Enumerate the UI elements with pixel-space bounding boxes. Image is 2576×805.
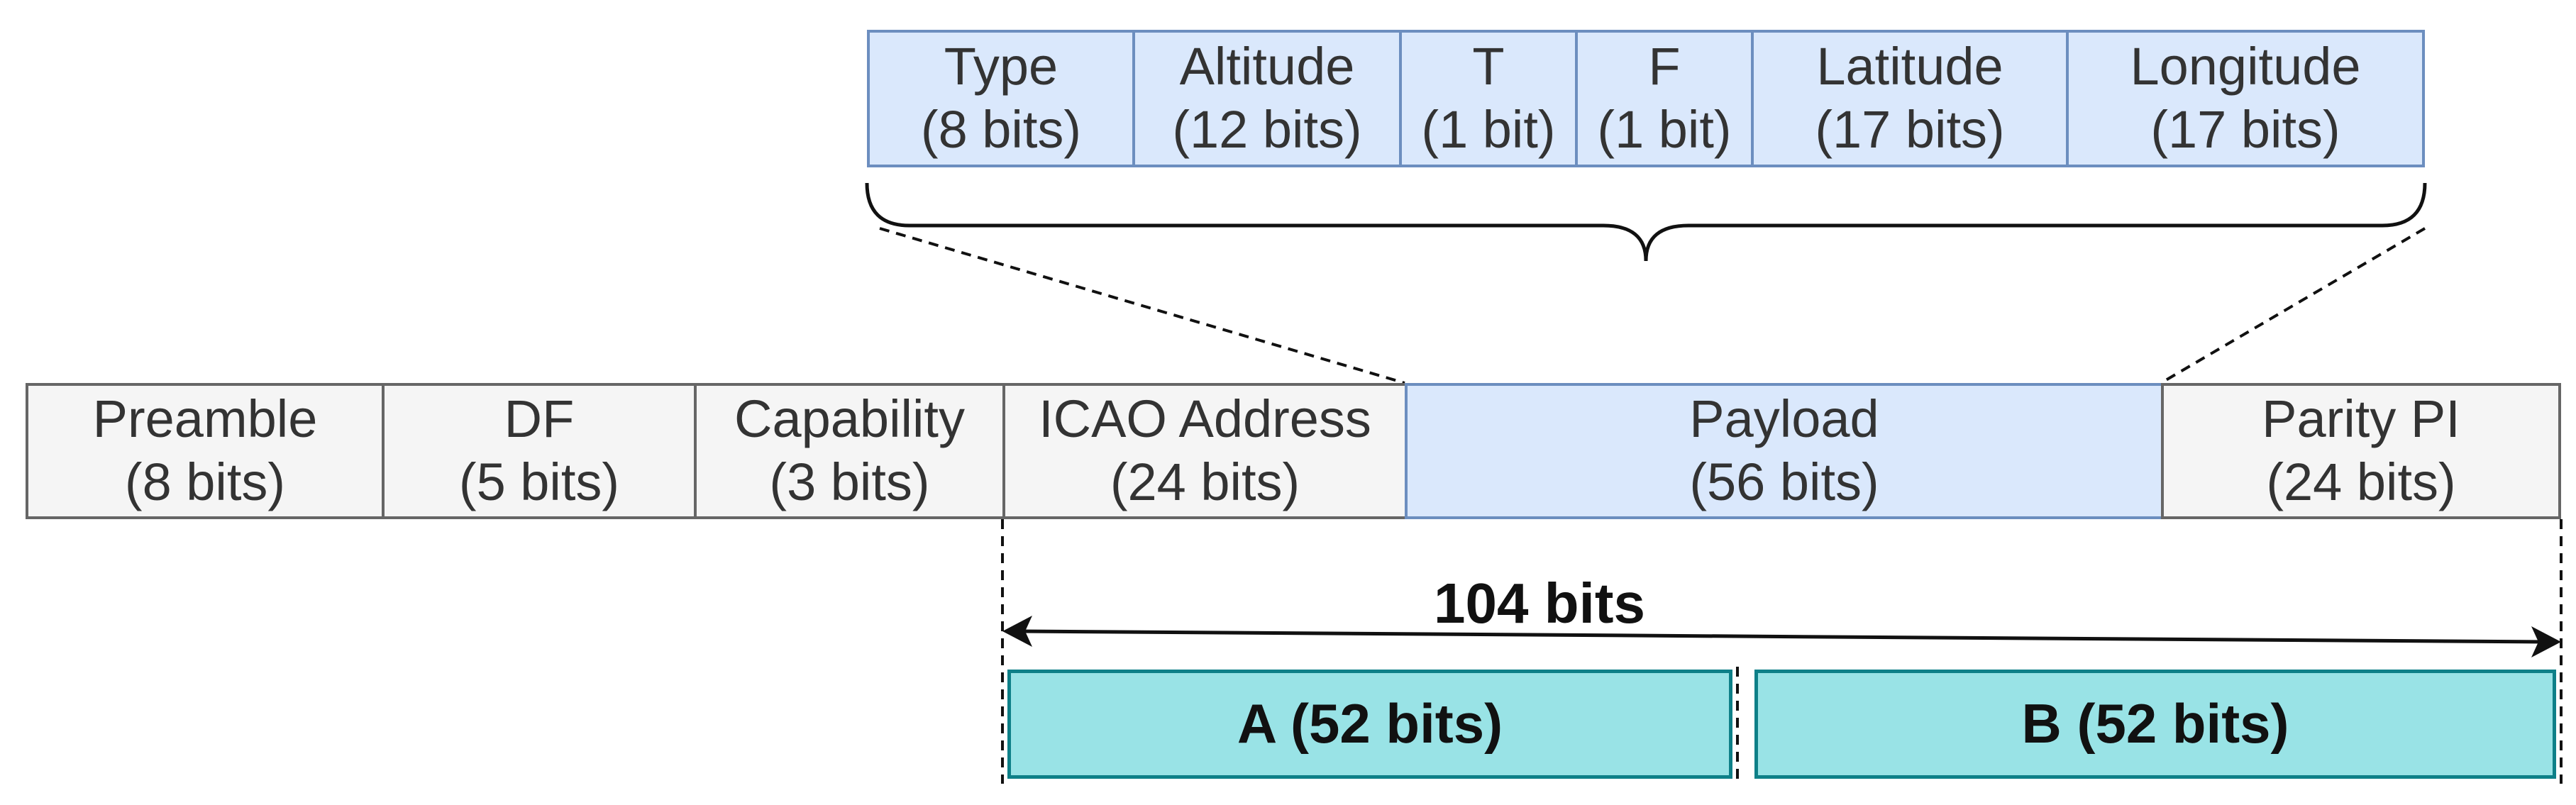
- field-size: (8 bits): [124, 453, 286, 511]
- span-arrowhead-left: [1002, 616, 1032, 647]
- field-name: F: [1648, 37, 1681, 96]
- field-name: T: [1472, 37, 1505, 96]
- message-field-capability: Capability (3 bits): [694, 383, 1005, 519]
- payload-field-type: Type (8 bits): [867, 30, 1135, 167]
- field-name: Capability: [734, 389, 965, 449]
- field-name: Payload: [1689, 389, 1879, 449]
- field-size: (5 bits): [458, 453, 620, 511]
- field-size: (17 bits): [1815, 100, 2005, 159]
- payload-field-latitude: Latitude (17 bits): [1751, 30, 2069, 167]
- field-size: (12 bits): [1172, 100, 1362, 159]
- message-field-parity: Parity PI (24 bits): [2161, 383, 2561, 519]
- payload-brace: [865, 182, 2427, 262]
- message-field-payload: Payload (56 bits): [1405, 383, 2164, 519]
- payload-field-altitude: Altitude (12 bits): [1132, 30, 1402, 167]
- half-a-block: A (52 bits): [1007, 670, 1732, 779]
- span-arrowhead-right: [2531, 626, 2561, 657]
- payload-field-t: T (1 bit): [1399, 30, 1578, 167]
- field-name: DF: [504, 389, 575, 449]
- field-size: (3 bits): [769, 453, 930, 511]
- payload-field-f: F (1 bit): [1575, 30, 1754, 167]
- field-name: Latitude: [1816, 37, 2003, 96]
- message-field-df: DF (5 bits): [382, 383, 697, 519]
- message-field-preamble: Preamble (8 bits): [26, 383, 385, 519]
- field-size: (1 bit): [1421, 100, 1556, 159]
- half-label: B (52 bits): [2021, 692, 2289, 755]
- half-label: A (52 bits): [1237, 692, 1503, 755]
- field-name: ICAO Address: [1039, 389, 1371, 449]
- message-field-icao-address: ICAO Address (24 bits): [1002, 383, 1408, 519]
- field-name: Parity PI: [2262, 389, 2460, 449]
- field-name: Type: [944, 37, 1058, 96]
- field-size: (1 bit): [1597, 100, 1732, 159]
- span-label: 104 bits: [1434, 572, 1645, 635]
- span-arrow-shaft: [1019, 629, 2545, 644]
- field-name: Preamble: [92, 389, 318, 449]
- expand-line-left: [879, 227, 1405, 384]
- field-size: (17 bits): [2150, 100, 2340, 159]
- payload-field-longitude: Longitude (17 bits): [2066, 30, 2425, 167]
- half-b-block: B (52 bits): [1754, 670, 2556, 779]
- field-size: (24 bits): [1110, 453, 1300, 511]
- field-name: Longitude: [2130, 37, 2361, 96]
- field-size: (56 bits): [1689, 453, 1879, 511]
- field-size: (8 bits): [920, 100, 1082, 159]
- field-size: (24 bits): [2266, 453, 2456, 511]
- field-name: Altitude: [1179, 37, 1355, 96]
- expand-line-right: [2160, 227, 2426, 384]
